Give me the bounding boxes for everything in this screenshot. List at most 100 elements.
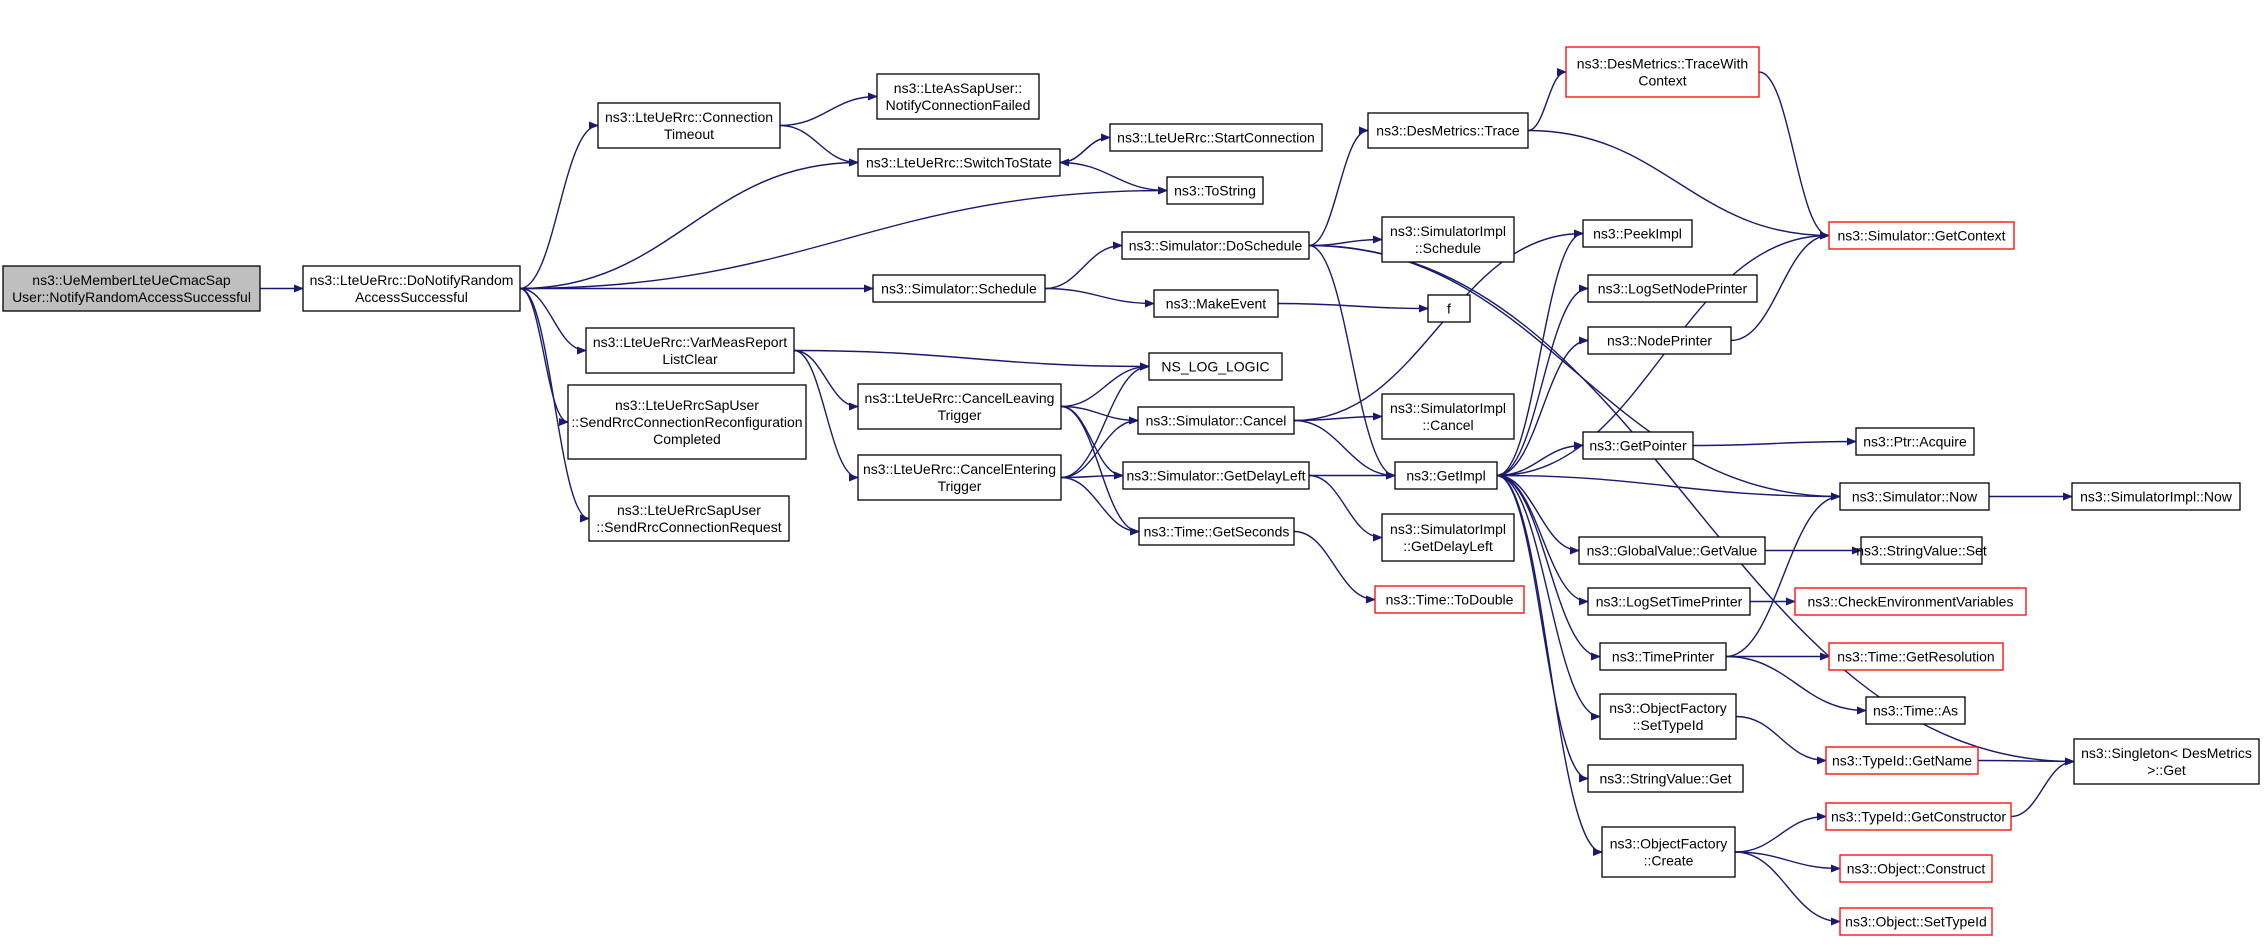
edge-cancelentering-to-nslog [1060,362,1150,479]
node-label: ns3::SimulatorImpl [1390,400,1506,416]
node-impldelayleft[interactable]: ns3::SimulatorImpl::GetDelayLeft [1381,513,1515,562]
node-timeas[interactable]: ns3::Time::As [1865,696,1966,725]
node-schedule[interactable]: ns3::Simulator::Schedule [872,274,1046,303]
node-ofcreate[interactable]: ns3::ObjectFactory::Create [1601,826,1736,878]
node-notifyconnfailed[interactable]: ns3::LteAsSapUser::NotifyConnectionFaile… [876,73,1040,120]
node-getpointer[interactable]: ns3::GetPointer [1582,431,1694,460]
node-simcancel[interactable]: ns3::Simulator::Cancel [1137,406,1295,435]
node-box [1427,294,1471,323]
node-root[interactable]: ns3::UeMemberLteUeCmacSapUser::NotifyRan… [2,265,261,312]
node-stringset[interactable]: ns3::StringValue::Set [1856,536,1987,565]
node-label: ns3::LteUeRrcSapUser [617,502,761,518]
node-timeprinter[interactable]: ns3::TimePrinter [1599,642,1727,671]
node-donotify[interactable]: ns3::LteUeRrc::DoNotifyRandomAccessSucce… [302,265,521,312]
node-label: User::NotifyRandomAccessSuccessful [12,289,251,305]
node-makeevent[interactable]: ns3::MakeEvent [1153,289,1279,318]
node-box [1587,326,1732,355]
node-sendreconf[interactable]: ns3::LteUeRrcSapUser::SendRrcConnectionR… [567,384,807,460]
node-ptracquire[interactable]: ns3::Ptr::Acquire [1855,427,1975,456]
node-label: ns3::PeekImpl [1593,226,1682,242]
node-nslog[interactable]: NS_LOG_LOGIC [1148,352,1283,381]
edge-getimpl-to-ofcreate [1496,474,1603,856]
node-box [567,384,807,460]
node-label: ns3::SimulatorImpl [1390,521,1506,537]
node-implschedule[interactable]: ns3::SimulatorImpl::Schedule [1381,216,1515,263]
edge-simcancel-to-peekimpl [1293,229,1584,422]
edge-donotify-to-sendrequest [519,287,590,523]
edge-donotify-to-switchtostate [519,158,859,290]
node-ofsettypeid[interactable]: ns3::ObjectFactory::SetTypeId [1599,693,1737,740]
node-f[interactable]: f [1427,294,1471,323]
node-box [1828,642,2004,671]
node-label: ::SendRrcConnectionReconfiguration [571,414,802,430]
node-box [1601,826,1736,878]
node-lognodeprinter[interactable]: ns3::LogSetNodePrinter [1587,274,1758,303]
node-getseconds[interactable]: ns3::Time::GetSeconds [1138,517,1295,546]
edge-schedule-to-makeevent [1044,287,1155,308]
node-label: ns3::Time::GetSeconds [1144,524,1290,540]
edge-makeevent-to-f [1277,302,1429,313]
node-implcancel[interactable]: ns3::SimulatorImpl::Cancel [1381,393,1515,440]
node-switchtostate[interactable]: ns3::LteUeRrc::SwitchToState [857,148,1061,177]
node-label: ns3::TimePrinter [1612,649,1715,665]
node-getname[interactable]: ns3::TypeId::GetName [1825,746,1979,775]
node-sendrequest[interactable]: ns3::LteUeRrcSapUser::SendRrcConnectionR… [588,495,790,542]
node-getcontext[interactable]: ns3::Simulator::GetContext [1828,221,2015,250]
node-doschedule[interactable]: ns3::Simulator::DoSchedule [1121,231,1310,260]
node-startconnection[interactable]: ns3::LteUeRrc::StartConnection [1109,123,1323,152]
node-box [585,327,795,374]
node-label: NotifyConnectionFailed [886,97,1031,113]
edge-cancelentering-to-simcancel [1060,416,1139,479]
node-box [597,102,781,149]
node-box [857,454,1062,501]
edge-switchtostate-to-tostring [1059,161,1168,195]
node-label: ns3::GetPointer [1589,438,1687,454]
node-peekimpl[interactable]: ns3::PeekImpl [1582,219,1693,248]
node-todouble[interactable]: ns3::Time::ToDouble [1374,585,1525,614]
edge-nodeprinter-to-getcontext [1730,231,1830,342]
node-box [1839,482,1990,511]
node-box [1587,764,1744,793]
node-getresolution[interactable]: ns3::Time::GetResolution [1828,642,2004,671]
edge-ofcreate-to-objsettypeid [1734,851,1841,926]
node-label: ns3::ObjectFactory [1610,836,1728,852]
node-nodeprinter[interactable]: ns3::NodePrinter [1587,326,1732,355]
node-getimpl[interactable]: ns3::GetImpl [1394,461,1498,490]
node-label: ns3::SimulatorImpl::Now [2080,489,2233,505]
node-simnow[interactable]: ns3::Simulator::Now [1839,482,1990,511]
node-checkenv[interactable]: ns3::CheckEnvironmentVariables [1794,587,2027,616]
edge-getdelayleft-to-impldelayleft [1308,474,1383,542]
node-globalvalue[interactable]: ns3::GlobalValue::GetValue [1578,536,1766,565]
edge-timeprinter-to-simnow [1725,492,1841,658]
node-label: ns3::LteUeRrc::StartConnection [1117,130,1315,146]
node-box [1839,907,1993,936]
node-box [302,265,521,312]
node-tostring[interactable]: ns3::ToString [1166,176,1264,205]
edge-ofsettypeid-to-getname [1735,715,1827,765]
node-box [876,73,1040,120]
node-stringget[interactable]: ns3::StringValue::Get [1587,764,1744,793]
node-box [1381,216,1515,263]
node-objsettypeid[interactable]: ns3::Object::SetTypeId [1839,907,1993,936]
edge-schedule-to-doschedule [1044,241,1123,290]
edge-getimpl-to-ofsettypeid [1496,474,1601,721]
node-label: ns3::Time::GetResolution [1837,649,1994,665]
node-getconstructor[interactable]: ns3::TypeId::GetConstructor [1825,802,2012,831]
node-label: ns3::TypeId::GetName [1832,753,1972,769]
node-desmtrace[interactable]: ns3::DesMetrics::Trace [1367,112,1529,149]
node-implnow[interactable]: ns3::SimulatorImpl::Now [2071,482,2241,511]
edge-desmtrace-to-getcontext [1527,129,1830,240]
node-singleton[interactable]: ns3::Singleton< DesMetrics >::Get [2073,738,2260,785]
node-box [1148,352,1283,381]
node-getdelayleft[interactable]: ns3::Simulator::GetDelayLeft [1122,461,1310,490]
node-objconstruct[interactable]: ns3::Object::Construct [1839,854,1993,883]
node-label: ns3::Time::ToDouble [1386,592,1514,608]
node-label: ns3::Simulator::Now [1852,489,1978,505]
node-label: ns3::LteUeRrc::Connection [605,109,773,125]
node-logtimeprinter[interactable]: ns3::LogSetTimePrinter [1587,587,1751,616]
